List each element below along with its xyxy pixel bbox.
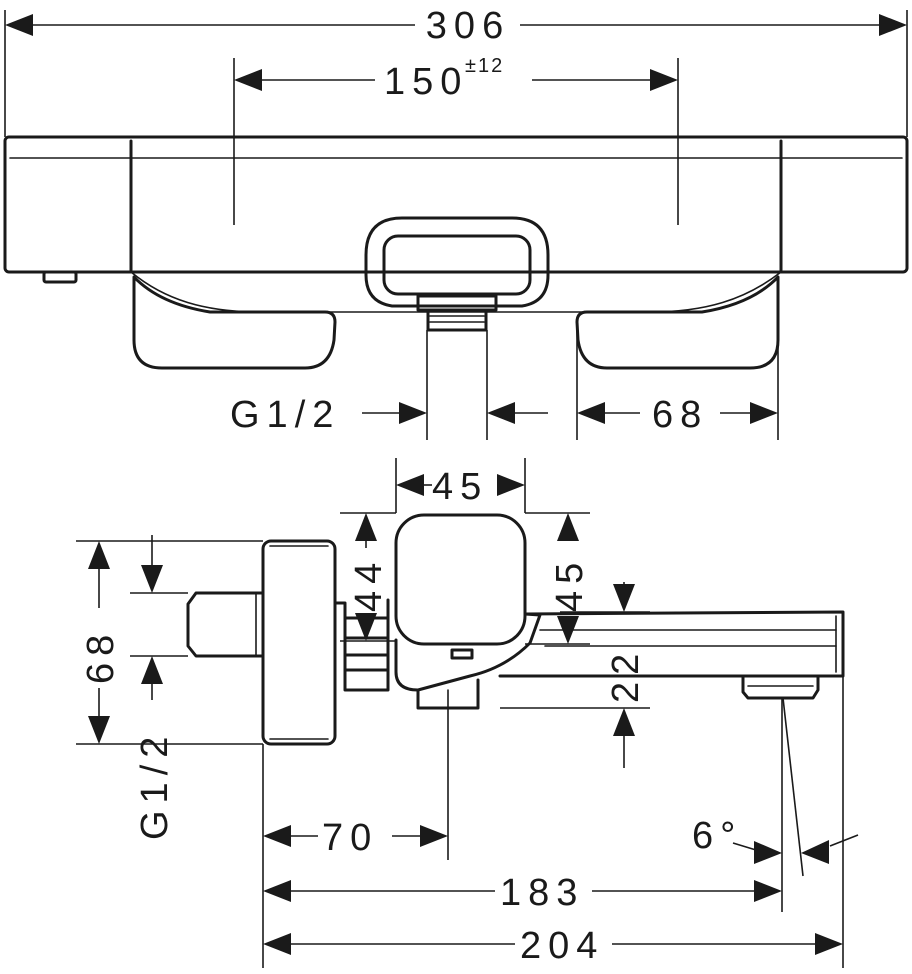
- angle-label: 6°: [692, 815, 742, 857]
- dimension-g12-side: G1/2: [134, 535, 176, 840]
- side-inlet-shank: [186, 591, 265, 658]
- dimension-306-label: 306: [426, 5, 510, 47]
- thermostat-body: [3, 135, 909, 274]
- spout: [498, 610, 845, 678]
- dimension-44: 44: [348, 513, 390, 641]
- side-view: [186, 513, 845, 746]
- front-view: [3, 10, 909, 440]
- dimension-g12-front: G1/2: [230, 394, 548, 436]
- 68-front-label: 68: [652, 394, 708, 436]
- g12-front-label: G1/2: [230, 394, 340, 436]
- 68-side-label: 68: [80, 628, 122, 684]
- outlet-nut: [416, 294, 498, 312]
- wall-rosette: [261, 539, 337, 746]
- 44-label: 44: [348, 556, 390, 612]
- connector-nut-lower: [343, 653, 390, 672]
- dimension-angle: 6°: [692, 815, 859, 864]
- dimension-306: 306: [5, 5, 907, 47]
- center-control-housing: [364, 216, 550, 308]
- outlet-thread: [426, 308, 488, 332]
- dimension-22: 22: [605, 582, 647, 768]
- left-drain-nub: [42, 270, 78, 284]
- dimension-68-side: 68: [80, 541, 122, 744]
- g12-side-label: G1/2: [134, 730, 176, 840]
- dimension-45-width: 45: [396, 466, 525, 508]
- dimension-204: 204: [263, 925, 843, 967]
- 70-label: 70: [322, 817, 378, 859]
- left-handle: [132, 275, 337, 370]
- body-lower-curve: [130, 271, 782, 313]
- dimension-45-height: 45: [549, 513, 591, 644]
- dimension-183: 183: [263, 872, 782, 914]
- 45-width-label: 45: [432, 466, 488, 508]
- 45-height-label: 45: [549, 556, 591, 612]
- center-control-button: [382, 234, 532, 296]
- 183-label: 183: [500, 872, 584, 914]
- 204-label: 204: [520, 925, 604, 967]
- body-underside: [394, 612, 542, 692]
- dimension-150-tolerance: ±12: [465, 55, 504, 77]
- 22-label: 22: [605, 647, 647, 703]
- spout-aerator: [741, 674, 820, 700]
- right-handle: [575, 275, 780, 370]
- control-indicator: [450, 648, 474, 660]
- dimension-150: 150 ±12: [234, 55, 678, 103]
- dimension-150-label: 150: [384, 61, 468, 103]
- dimension-68-front: 68: [577, 394, 778, 436]
- dimension-70: 70: [263, 817, 448, 859]
- side-extension-lines: [76, 458, 844, 968]
- control-knob: [394, 513, 527, 646]
